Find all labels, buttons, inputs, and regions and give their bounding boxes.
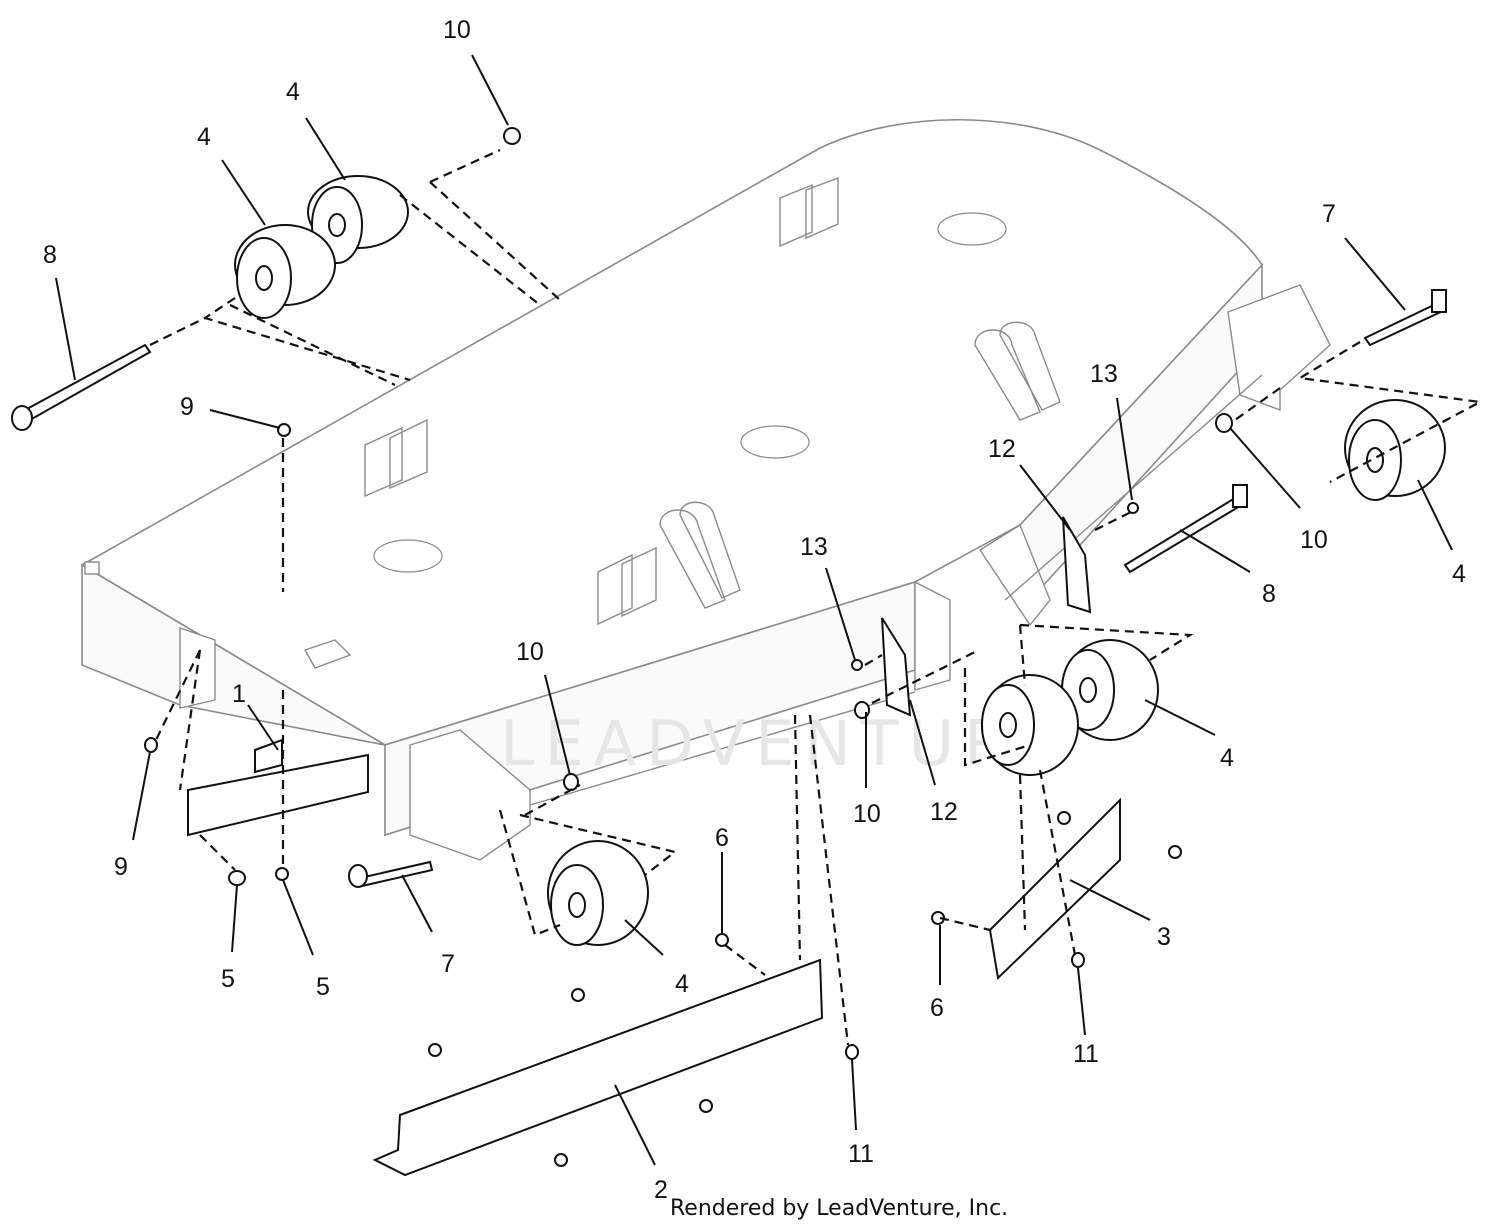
callout-4-front-left: 4 [675, 970, 689, 998]
wheel-bracket-side [979, 523, 1051, 627]
callout-10-right: 10 [1300, 526, 1328, 554]
bolt-loose-2 [428, 1043, 442, 1057]
axle-bolt-8-right-head [1232, 484, 1248, 508]
deck-bracket-c [779, 176, 839, 248]
deck-tab [303, 639, 352, 669]
callout-7-right: 7 [1322, 200, 1336, 228]
mower-deck [80, 118, 1331, 861]
spindle-hole-right [937, 212, 1007, 246]
axle-bolt-7-front-head [348, 864, 368, 888]
wheel-rear-left-inner [234, 224, 336, 319]
deck-bracket-b [597, 546, 657, 626]
nut-loose-1 [699, 1099, 713, 1113]
callout-10-top: 10 [443, 16, 471, 44]
callout-12-rear: 12 [988, 435, 1016, 463]
bracket-item-12-rear [1062, 516, 1092, 614]
wheel-right-front-inner [981, 674, 1079, 776]
callout-10-front: 10 [516, 638, 544, 666]
callout-11-side: 11 [1073, 1040, 1099, 1068]
nut-10-right [1215, 413, 1233, 433]
nut-9-top [277, 423, 291, 437]
wheel-front-left [547, 840, 649, 946]
callout-3: 3 [1157, 923, 1171, 951]
deck-lift-arm-a [659, 501, 741, 609]
callout-4-top-inner: 4 [197, 123, 211, 151]
callout-10-center: 10 [853, 800, 881, 828]
deck-corner-tube [84, 561, 100, 575]
bolt-13-rear [1127, 502, 1139, 514]
callout-4-front-right: 4 [1220, 744, 1234, 772]
callout-8-right: 8 [1262, 580, 1276, 608]
deflector-item-1 [187, 753, 369, 837]
plates [187, 516, 1121, 1177]
wheels [234, 175, 1446, 946]
callout-9-top: 9 [180, 393, 194, 421]
callout-1: 1 [232, 680, 246, 708]
wheel-bracket-front-right [914, 580, 951, 691]
nut-loose-2 [554, 1153, 568, 1167]
axle-bolt-7-front [358, 860, 434, 888]
bolt-13-front [851, 659, 863, 671]
spindle-hole-center [740, 425, 810, 459]
assembly-lines [149, 148, 1484, 1046]
callout-7-front: 7 [441, 950, 455, 978]
callout-8-left: 8 [43, 241, 57, 269]
bolt-6-front [715, 933, 729, 947]
callout-6-front: 6 [715, 824, 729, 852]
callout-13-front: 13 [800, 533, 828, 561]
callout-6-side: 6 [930, 994, 944, 1022]
front-rail-item-2 [372, 958, 824, 1177]
nut-10-top [503, 127, 521, 145]
rear-tube-line [1004, 374, 1263, 601]
side-rail-item-3 [988, 797, 1121, 981]
nut-loose-3 [1168, 845, 1182, 859]
spindle-hole-left [373, 539, 443, 573]
callout-12-front: 12 [930, 798, 958, 826]
bolt-5-left [228, 870, 246, 886]
deck-top-surface [80, 118, 1264, 746]
deflector-item-1-tab [254, 738, 283, 774]
nut-11-side [1071, 952, 1085, 968]
axle-bolt-8-left [23, 343, 152, 422]
bolt-loose-3 [1057, 811, 1071, 825]
front-tube-line [529, 691, 916, 806]
leader-lines [55, 54, 1453, 1166]
callout-13-rear: 13 [1090, 360, 1118, 388]
callout-5-left: 5 [221, 965, 235, 993]
render-credit: Rendered by LeadVenture, Inc. [670, 1196, 1009, 1221]
callout-2: 2 [654, 1176, 668, 1204]
bracket-item-12-front [881, 617, 912, 717]
callout-4-right: 4 [1452, 560, 1466, 588]
bolt-5-right [275, 867, 289, 881]
callout-4-top-outer: 4 [286, 78, 300, 106]
nut-9-left [144, 737, 158, 753]
axle-bolt-7-right-head [1431, 289, 1447, 313]
callout-11-front: 11 [848, 1140, 874, 1168]
callouts: 10 4 4 8 9 7 13 12 10 4 8 13 10 4 1 9 10… [43, 16, 1466, 1204]
nut-10-front [563, 773, 579, 791]
nut-11-front [845, 1044, 859, 1060]
hardware [144, 127, 1233, 1167]
deck-bracket-a [364, 418, 428, 498]
callout-9-left: 9 [114, 853, 128, 881]
bolt-loose-1 [571, 988, 585, 1002]
deck-lift-arm-b [974, 321, 1061, 421]
wheel-bracket-front-left [409, 729, 531, 861]
wheel-right-rear [1344, 399, 1446, 501]
watermark: LEADVENTURE [500, 707, 1066, 780]
axle-bolt-8-left-head [11, 405, 33, 431]
callout-5-right: 5 [316, 973, 330, 1001]
